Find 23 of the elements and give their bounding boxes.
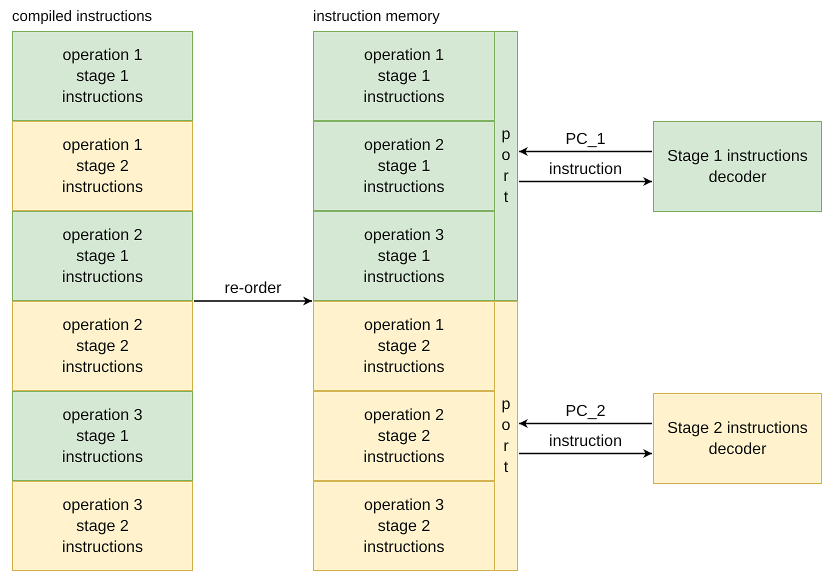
arrow bbox=[519, 449, 652, 458]
memory-block: operation 2 stage 1 instructions bbox=[12, 211, 193, 301]
memory-block: operation 1 stage 2 instructions bbox=[12, 121, 193, 211]
decoder-box: Stage 2 instructions decoder bbox=[653, 393, 822, 484]
memory-block: operation 3 stage 2 instructions bbox=[12, 481, 193, 571]
memory-block: operation 1 stage 2 instructions bbox=[313, 301, 495, 391]
memory-block: operation 2 stage 2 instructions bbox=[12, 301, 193, 391]
memory-block: operation 1 stage 1 instructions bbox=[313, 31, 495, 121]
memory-block: operation 2 stage 1 instructions bbox=[313, 121, 495, 211]
arrow bbox=[519, 147, 652, 156]
arrow bbox=[194, 296, 312, 306]
arrow bbox=[519, 177, 652, 186]
memory-block: operation 3 stage 2 instructions bbox=[313, 481, 495, 571]
column-heading: compiled instructions bbox=[12, 8, 152, 25]
port-band: port bbox=[494, 31, 518, 301]
port-band: port bbox=[494, 301, 518, 571]
decoder-box: Stage 1 instructions decoder bbox=[653, 121, 822, 212]
memory-block: operation 2 stage 2 instructions bbox=[313, 391, 495, 481]
memory-block: operation 1 stage 1 instructions bbox=[12, 31, 193, 121]
memory-block: operation 3 stage 1 instructions bbox=[12, 391, 193, 481]
arrow bbox=[519, 419, 652, 428]
memory-block: operation 3 stage 1 instructions bbox=[313, 211, 495, 301]
column-heading: instruction memory bbox=[313, 8, 440, 25]
